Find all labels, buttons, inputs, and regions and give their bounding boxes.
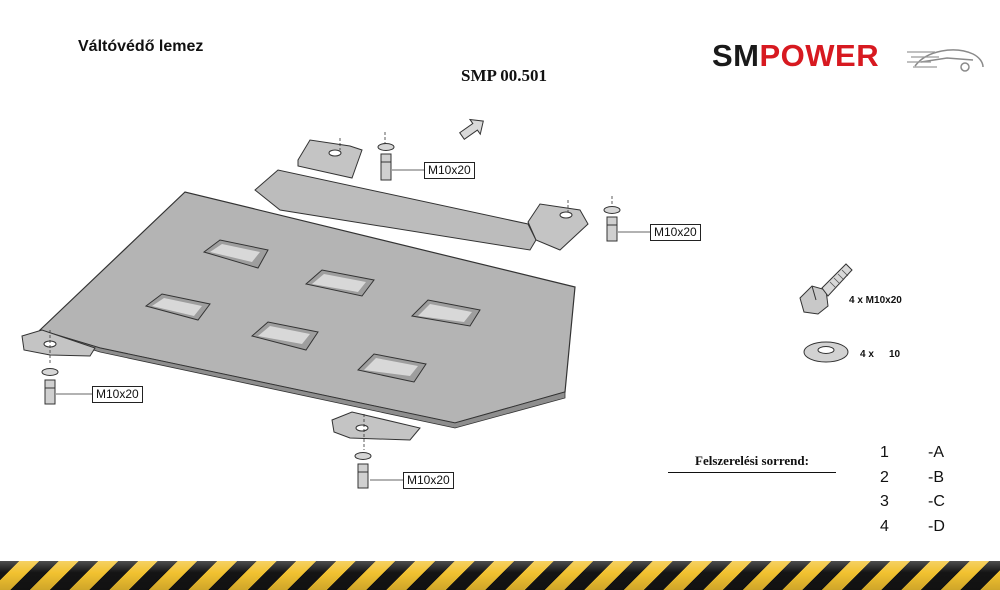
step-number: 2 (880, 468, 889, 486)
logo-power-text: POWER (759, 38, 880, 73)
callout-bolt-front-left: M10x20 (92, 386, 143, 403)
step-number: 3 (880, 493, 889, 510)
arrow-icon (459, 118, 484, 140)
assembly-diagram (21, 118, 853, 489)
product-code: SMP 00.501 (461, 66, 547, 85)
hazard-stripe-footer (0, 561, 1000, 590)
sequence-step: 1 -A (880, 444, 970, 469)
bolt-qty-label: 4 x M10x20 (849, 295, 902, 306)
washer-qty-label: 4 x (860, 349, 874, 360)
sequence-step: 3 -C (880, 493, 970, 518)
fastener-rear-right (603, 206, 621, 242)
bracket-tab-front-left (21, 329, 96, 357)
washer-size-label: 10 (889, 349, 901, 360)
sequence-step: 2 -B (880, 469, 970, 494)
car-silhouette-icon (907, 49, 984, 72)
bracket-tab-rear-right (527, 203, 589, 251)
callout-bolt-front-right: M10x20 (403, 472, 454, 489)
step-letter: -D (928, 517, 945, 535)
callout-bolt-rear-left: M10x20 (424, 162, 475, 179)
logo-sm-text: SM (712, 38, 760, 73)
step-letter: -C (928, 493, 945, 510)
step-number: 1 (880, 444, 889, 461)
step-letter: -A (928, 444, 944, 461)
bracket-tab-front-right (331, 411, 421, 441)
fastener-rear-left (377, 143, 395, 181)
bolt-icon (799, 263, 853, 315)
washer-icon (803, 341, 849, 363)
bracket-tab-rear-left (297, 139, 363, 179)
smpower-logo: SMPOWER (712, 36, 984, 76)
fastener-front-right (354, 452, 372, 489)
sequence-title: Felszerelési sorrend: (668, 453, 836, 473)
callout-bolt-rear-right: M10x20 (650, 224, 701, 241)
step-letter: -B (928, 468, 944, 486)
page-title: Váltóvédő lemez (78, 38, 204, 55)
step-number: 4 (880, 517, 889, 535)
sequence-step: 4 -D (880, 518, 970, 543)
sequence-list: 1 -A 2 -B 3 -C 4 -D (880, 444, 970, 542)
fastener-front-left (41, 368, 59, 405)
